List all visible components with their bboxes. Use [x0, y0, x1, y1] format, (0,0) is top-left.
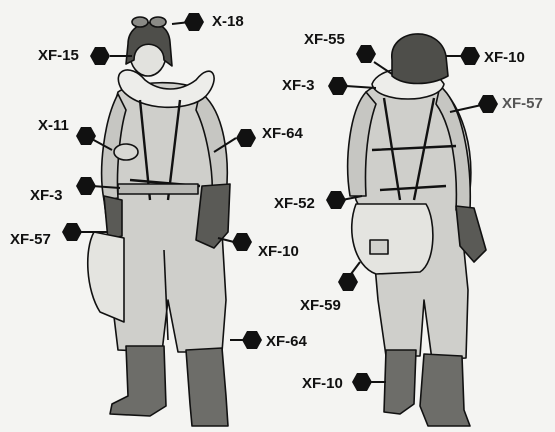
hex-marker-xf10-front — [232, 233, 252, 251]
hex-marker-xf10-upper — [460, 47, 480, 65]
hex-marker-xf52 — [326, 191, 346, 209]
back-boot-right — [419, 353, 471, 427]
hex-marker-xf3-front — [76, 177, 96, 195]
hex-marker-x18 — [184, 13, 204, 31]
label-front-xf10: XF-10 — [258, 243, 299, 260]
front-boot-right — [185, 347, 229, 427]
front-glove-right — [195, 183, 231, 249]
hex-marker-xf59 — [338, 273, 358, 291]
hex-marker-xf64-lower — [242, 331, 262, 349]
back-pilot-figure — [346, 33, 487, 427]
label-front-xf15: XF-15 — [38, 47, 79, 64]
front-fur-collar — [117, 69, 215, 109]
back-flight-helmet — [391, 33, 449, 85]
label-front-xf3: XF-3 — [30, 187, 63, 204]
hex-marker-xf57-back — [478, 95, 498, 113]
hex-marker-xf15 — [90, 47, 110, 65]
label-front-x18: X-18 — [212, 13, 244, 30]
back-parachute-pack — [350, 203, 434, 275]
label-back-xf57: XF-57 — [502, 95, 543, 112]
front-boot-left — [109, 345, 167, 417]
label-back-xf10-lower: XF-10 — [302, 375, 343, 392]
hex-marker-xf64-upper — [236, 129, 256, 147]
front-pilot-figure — [86, 16, 231, 427]
hex-marker-xf55 — [356, 45, 376, 63]
label-back-xf52: XF-52 — [274, 195, 315, 212]
label-back-xf3: XF-3 — [282, 77, 315, 94]
hex-marker-xf3-back — [328, 77, 348, 95]
label-back-xf10-upper: XF-10 — [484, 49, 525, 66]
front-oxygen-mask — [113, 143, 139, 161]
back-glove — [455, 205, 487, 263]
label-back-xf55: XF-55 — [304, 31, 345, 48]
front-parachute-pack — [86, 231, 125, 323]
label-front-xf57: XF-57 — [10, 231, 51, 248]
front-glove-left — [103, 195, 123, 241]
hex-marker-xf10-lower — [352, 373, 372, 391]
hex-marker-x11 — [76, 127, 96, 145]
label-back-xf59: XF-59 — [300, 297, 341, 314]
label-front-xf64-upper: XF-64 — [262, 125, 303, 142]
hex-marker-xf57-front — [62, 223, 82, 241]
label-front-x11: X-11 — [38, 117, 69, 134]
label-front-xf64-lower: XF-64 — [266, 333, 307, 350]
back-boot-left — [383, 349, 417, 415]
